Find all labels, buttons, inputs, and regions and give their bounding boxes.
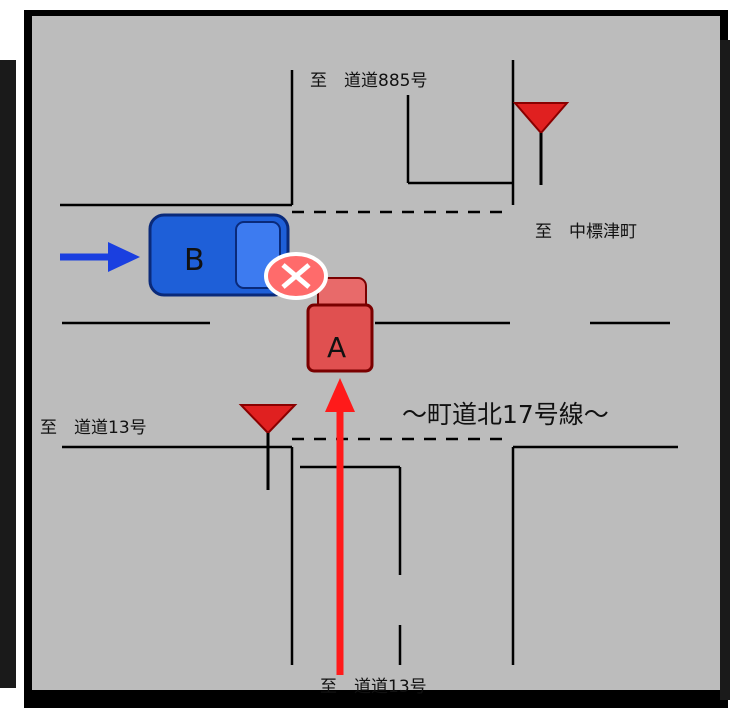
stop-sign-icon [512,102,570,185]
vehicle-a-label: A [327,331,346,364]
diagram-canvas [32,16,720,690]
right-road-label: 至 中標津町 [535,222,637,242]
vehicle-b-label: B [184,243,205,278]
collision-icon [264,252,328,300]
vehicle-a: A [306,277,374,373]
right-border [720,40,730,700]
direction-arrow-icon [60,242,140,272]
main-road-label: ～町道北17号線～ [402,400,609,429]
left-road-label: 至 道道13号 [40,418,147,438]
top-road-label: 至 道道885号 [310,71,427,91]
road-lines [60,60,678,665]
direction-arrow-icon [325,378,355,675]
left-border [0,60,16,688]
bottom-road-label: 至 道道13号 [320,677,427,697]
stop-sign-icon [238,404,298,490]
